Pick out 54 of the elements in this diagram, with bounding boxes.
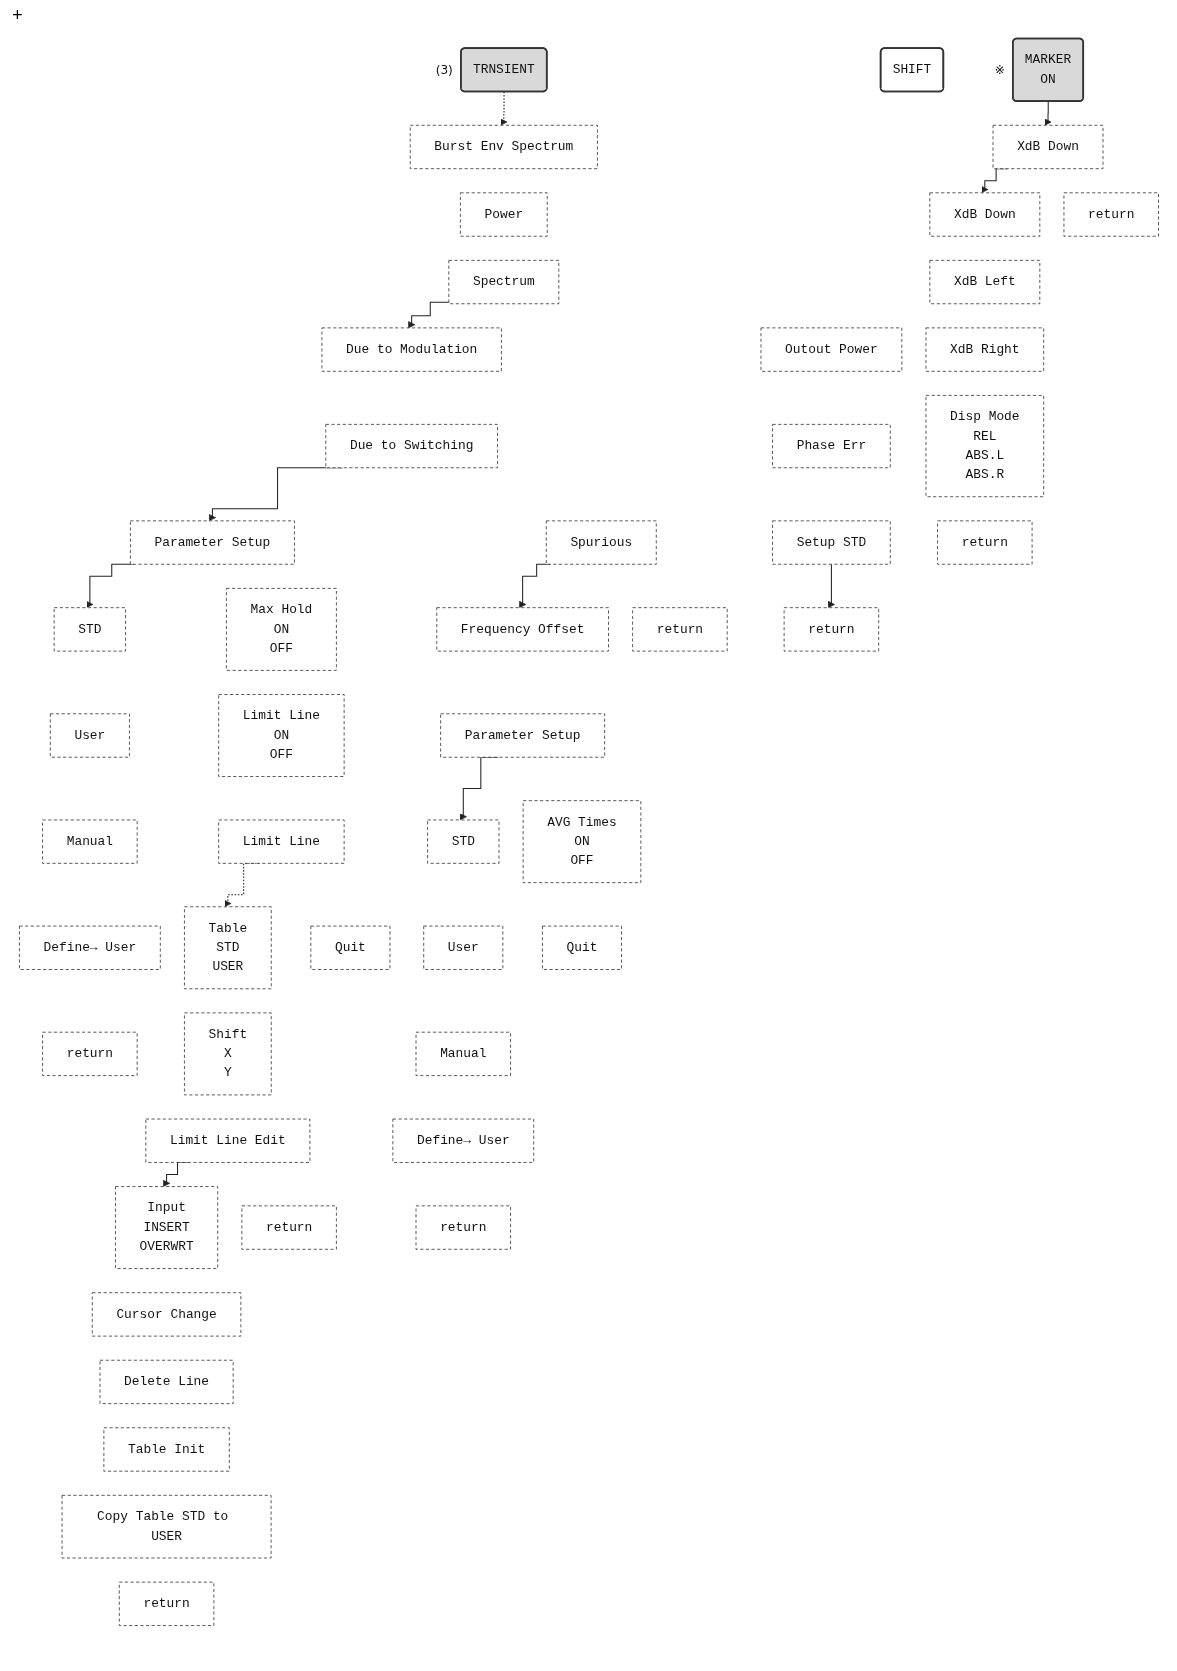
node-box: Phase Err [771,423,891,469]
node-box: Input INSERT OVERWRT [114,1186,218,1269]
plus-sign: + [12,6,23,26]
node-box: XdB Left [928,259,1040,305]
arrow [1044,101,1052,126]
node-box: XdB Down [992,124,1103,170]
node-box: User [49,713,130,758]
node-box: return [1063,192,1159,237]
node-box: User [422,925,503,970]
node-box: Outout Power [760,327,902,372]
node-box: Spurious [545,520,657,565]
node-box: Limit Line Edit [144,1118,310,1163]
node-box: return [936,520,1033,565]
node-box: Due to Switching [324,423,498,469]
node-box: return [783,607,879,652]
node-box: Setup STD [771,520,891,565]
node-box: Burst Env Spectrum [409,124,598,170]
node-box: XdB Right [925,327,1044,372]
arrow [499,91,507,126]
node-box: Manual [41,819,138,864]
node-box: return [631,607,728,652]
node-box: Spectrum [447,259,559,305]
arrow [407,301,449,329]
node-box: Define→ User [18,925,161,970]
node-box: Due to Modulation [321,327,502,372]
node-box: Limit Line [217,819,345,864]
node-box: Manual [415,1031,511,1076]
node-box: Parameter Setup [439,713,605,758]
node-box: Define→ User [392,1118,534,1163]
node-box: XdB Down [928,192,1040,237]
node-box: Copy Table STD to USER [61,1494,272,1559]
node-box: Cursor Change [91,1292,241,1337]
key-annotation: ※ [994,62,1005,77]
node-box: STD [426,819,499,864]
node-box: Parameter Setup [129,520,295,565]
node-box: Quit [309,925,390,970]
node-box: Max Hold ON OFF [225,588,337,671]
node-box: return [41,1031,138,1076]
node-box: AVG Times ON OFF [522,800,641,884]
node-box: Quit [541,925,622,970]
node-box: return [415,1205,511,1250]
node-box: STD [53,607,126,652]
node-box: Frequency Offset [435,607,609,652]
node-box: return [241,1205,337,1250]
node-box: return [118,1581,214,1626]
node-box: Limit Line ON OFF [217,694,345,777]
node-box: Power [459,192,548,237]
key-annotation: (3) [435,62,453,77]
arrow [827,563,835,608]
node-box: Table Init [103,1427,230,1472]
node-box: Disp Mode REL ABS.L ABS.R [925,395,1044,498]
node-box: Shift X Y [183,1012,272,1096]
node-box: Delete Line [99,1359,234,1405]
node-box: Table STD USER [183,906,272,990]
